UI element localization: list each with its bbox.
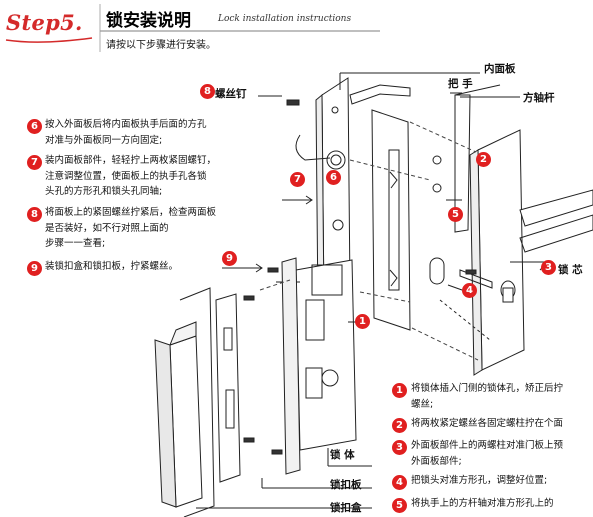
step-2-text: 将两枚紧定螺丝各固定螺柱拧在个面 [411,418,564,429]
label-handle: 把 手 [448,78,473,90]
marker-1: 1 [355,314,370,329]
page-title: 锁安装说明 [106,11,191,31]
step-1-text: 将锁体插入门侧的锁体孔，矫正后拧 螺丝; [411,383,564,410]
page-subtitle: 请按以下步骤进行安装。 [106,40,216,51]
label-strike-box: 锁扣盒 [330,502,362,514]
page-title-english: Lock installation instructions [218,14,352,24]
step-7-text: 装内面板部件，轻轻拧上两枚紧固螺钉， 注意调整位置，使面板上的执手孔各锁 头孔的… [45,155,217,197]
step-2-marker: 2 [392,418,407,433]
label-inner-panel: 内面板 [484,63,516,75]
step-5-marker: 5 [392,498,407,513]
step-number: Step5. [6,10,83,35]
step-1-marker: 1 [392,383,407,398]
step-4-text: 把锁头对准方形孔，调整好位置; [411,475,548,486]
step-3-text: 外面板部件上的两螺柱对准门板上预 外面板部件; [411,440,564,467]
marker-7: 7 [290,172,305,187]
marker-2: 2 [476,152,491,167]
step-6-marker: 6 [27,119,42,134]
label-lock-body: 锁 体 [330,449,355,461]
step-8-marker: 8 [27,207,42,222]
marker-5: 5 [448,207,463,222]
step-8-text: 将面板上的紧固螺丝拧紧后，检查两面板 是否装好，如不行对照上面的 步骤一一查看; [45,207,217,249]
step-7-marker: 7 [27,155,42,170]
step-9-marker: 9 [27,261,42,276]
step-5-text: 将执手上的方杆轴对准方形孔上的 [411,498,554,509]
marker-9: 9 [222,251,237,266]
step-9-text: 装锁扣盒和锁扣板，拧紧螺丝。 [45,261,179,272]
marker-8: 8 [200,84,215,99]
step-4-marker: 4 [392,475,407,490]
step-6-text: 按入外面板后将内面板执手后面的方孔 对准与外面板同一方向固定; [45,119,207,146]
label-screw: 螺丝钉 [215,88,247,100]
label-lock-cylinder: 锁 芯 [558,264,583,276]
marker-3: 3 [541,260,556,275]
label-strike-plate: 锁扣板 [330,479,362,491]
marker-4: 4 [462,283,477,298]
marker-6: 6 [326,170,341,185]
step-3-marker: 3 [392,440,407,455]
label-square-shaft: 方轴杆 [523,92,555,104]
